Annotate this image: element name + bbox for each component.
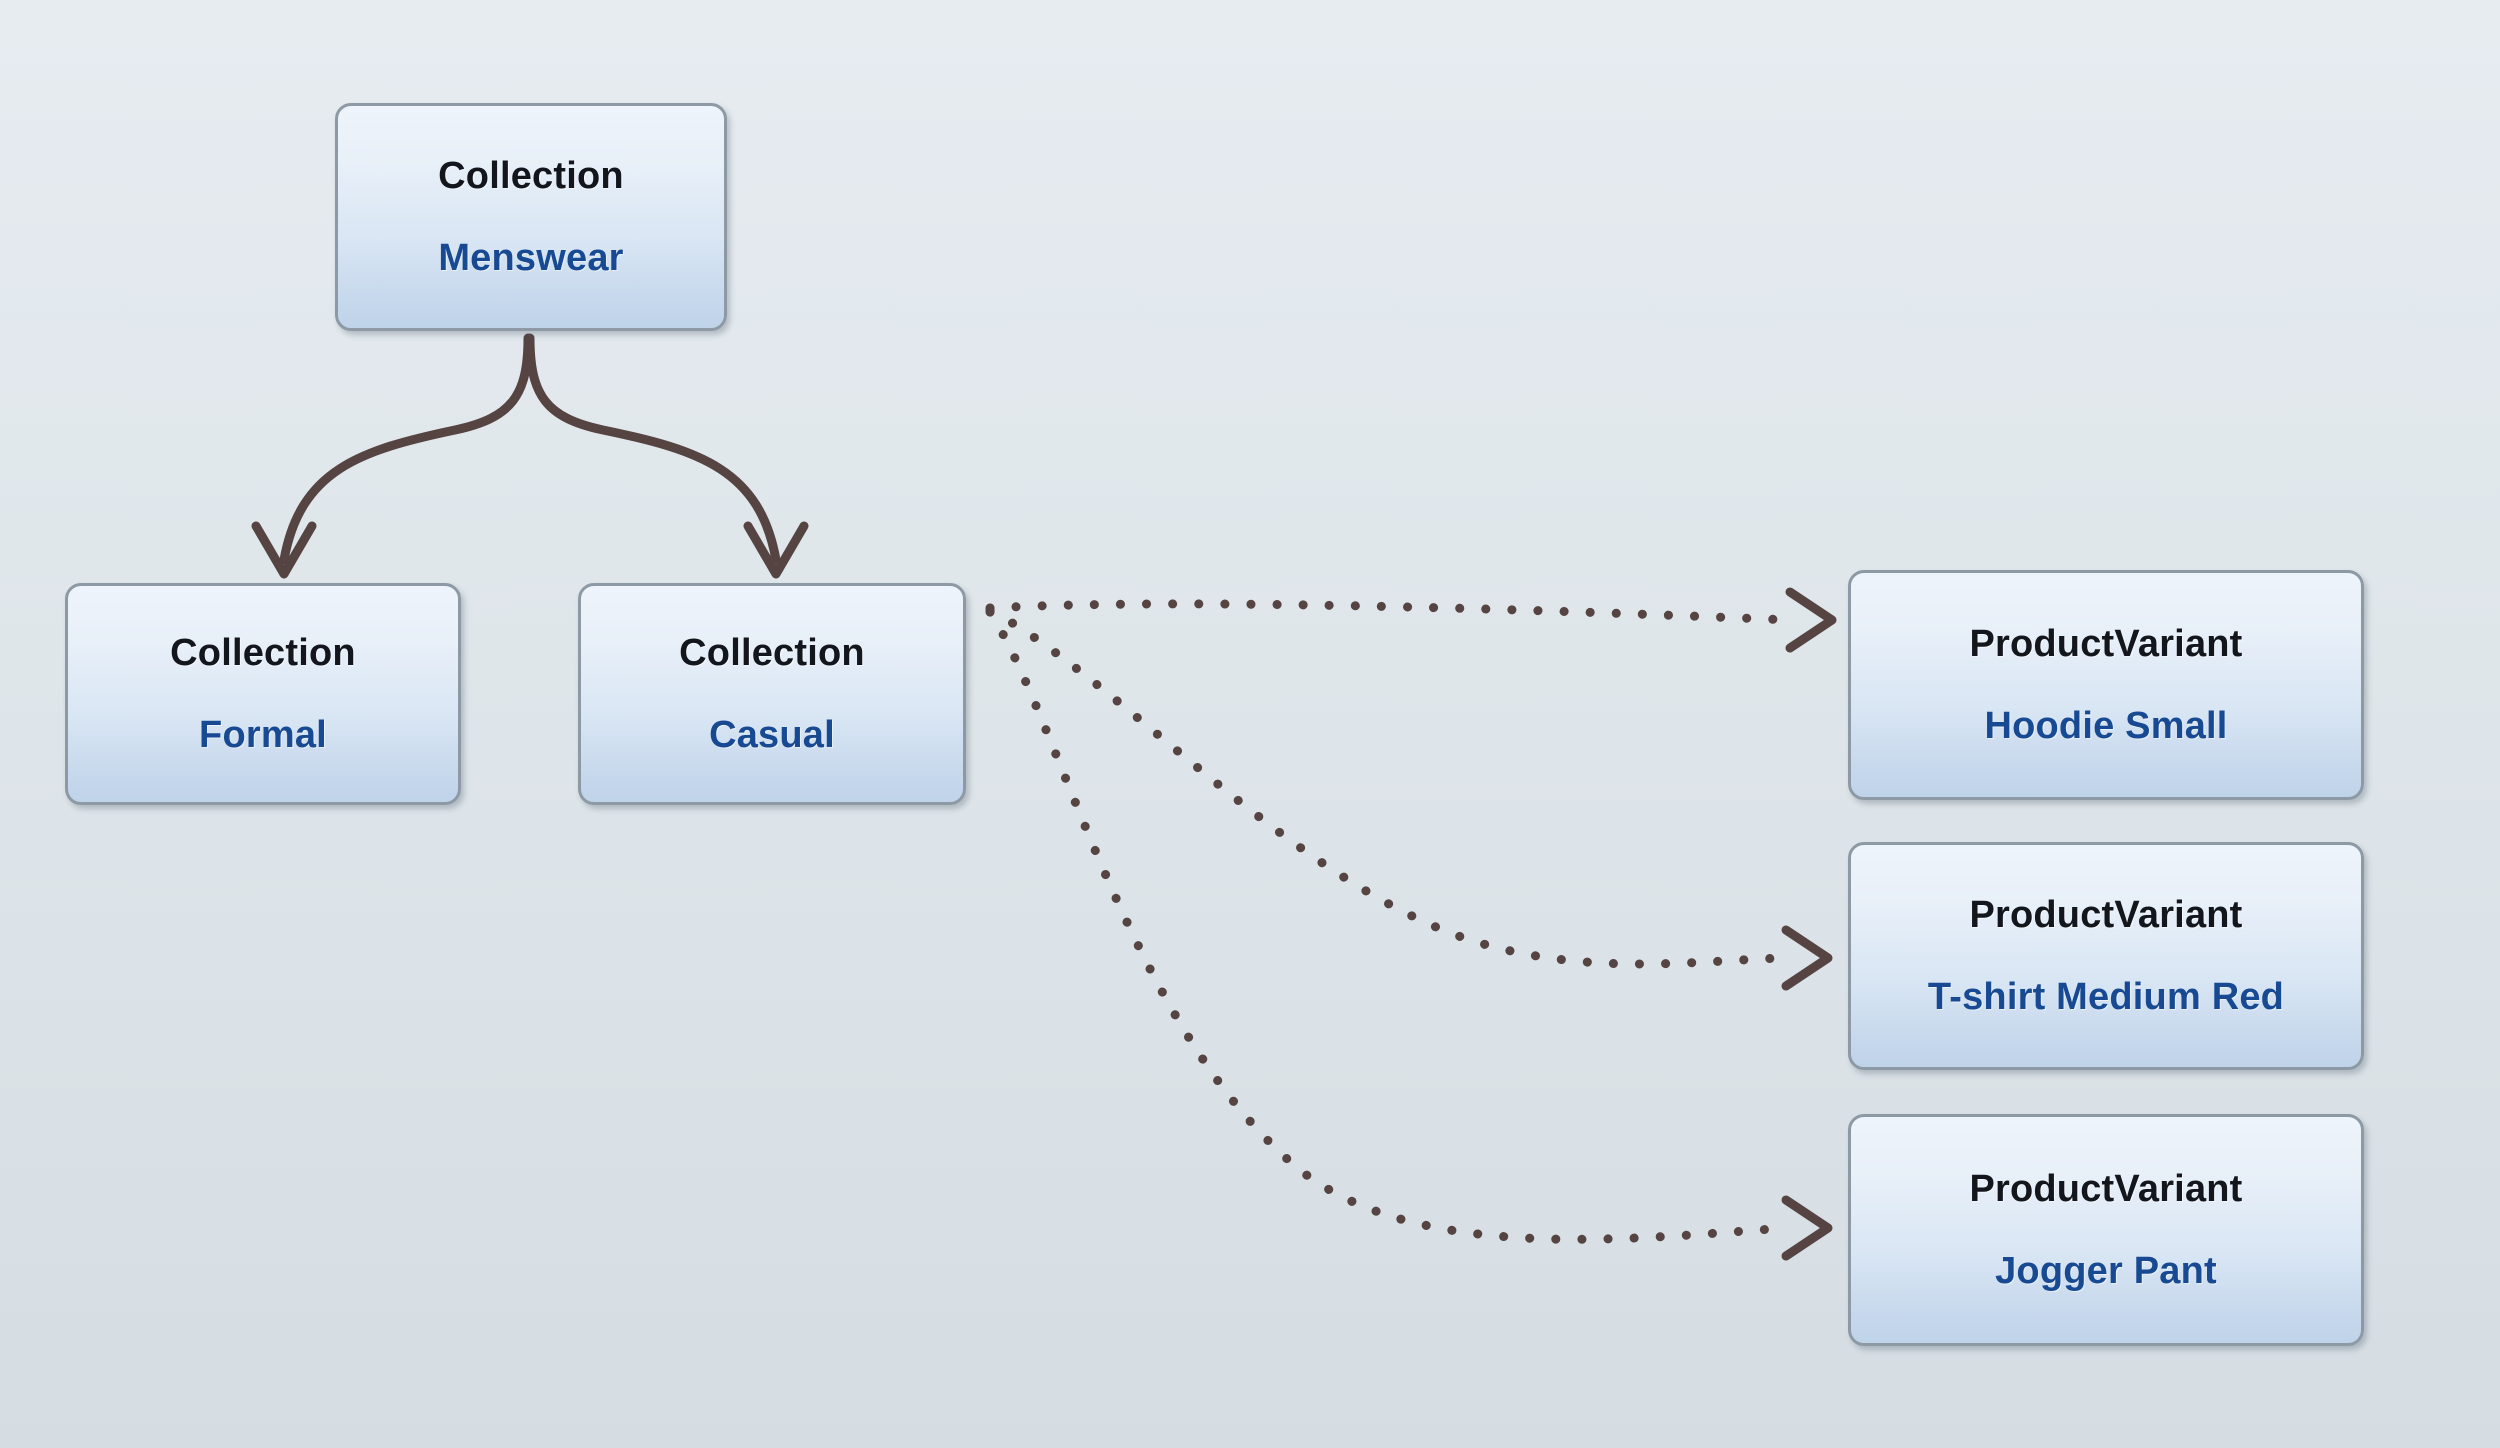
arrowhead-open-v xyxy=(1781,925,1833,991)
node-type-label: ProductVariant xyxy=(1969,894,2243,936)
node-value-label: Casual xyxy=(709,714,835,756)
node-type-label: ProductVariant xyxy=(1969,1168,2243,1210)
node-type-label: Collection xyxy=(438,155,624,197)
node-collection-casual[interactable]: Collection Casual xyxy=(578,583,966,805)
node-value-label: Jogger Pant xyxy=(1995,1250,2217,1292)
node-type-label: Collection xyxy=(170,632,356,674)
arrowhead-open-v xyxy=(251,521,317,579)
node-type-label: Collection xyxy=(679,632,865,674)
node-productvariant-tshirt-medium-red[interactable]: ProductVariant T-shirt Medium Red xyxy=(1848,842,2364,1070)
node-type-label: ProductVariant xyxy=(1969,623,2243,665)
node-value-label: Formal xyxy=(199,714,327,756)
node-collection-formal[interactable]: Collection Formal xyxy=(65,583,461,805)
arrowhead-open-v xyxy=(1785,587,1837,653)
node-value-label: Menswear xyxy=(438,237,624,279)
edge-casual-to-tshirt xyxy=(985,605,1833,991)
edge-casual-to-jogger xyxy=(985,607,1833,1261)
arrowhead-open-v xyxy=(743,521,809,579)
edge-casual-to-hoodie xyxy=(985,587,1837,653)
node-productvariant-hoodie-small[interactable]: ProductVariant Hoodie Small xyxy=(1848,570,2364,800)
node-collection-menswear[interactable]: Collection Menswear xyxy=(335,103,727,331)
node-value-label: Hoodie Small xyxy=(1984,705,2228,747)
edge-menswear-to-casual xyxy=(525,333,809,579)
edge-menswear-to-formal xyxy=(251,333,533,579)
node-productvariant-jogger-pant[interactable]: ProductVariant Jogger Pant xyxy=(1848,1114,2364,1346)
node-value-label: T-shirt Medium Red xyxy=(1927,976,2285,1018)
arrowhead-open-v xyxy=(1781,1195,1833,1261)
